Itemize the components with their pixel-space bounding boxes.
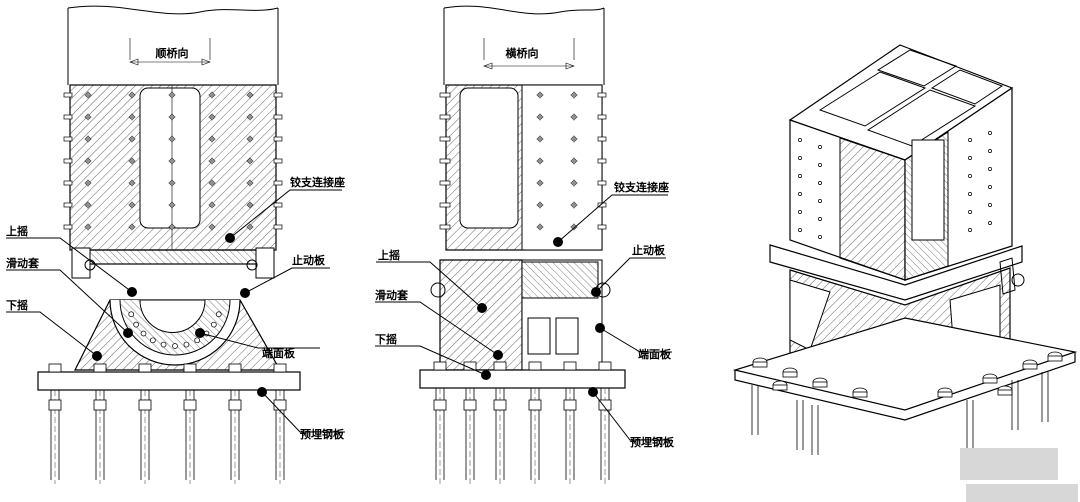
direction-label-transverse: 横桥向: [506, 46, 539, 60]
transverse-view: 横桥向 铰支连接座 上摇 止动板 滑动套 下摇 端面板: [375, 5, 675, 484]
label-hinge-seat-mid: 铰支连接座: [614, 180, 669, 194]
label-lower-rocker-left: 下摇: [6, 298, 28, 312]
isometric-view: [732, 44, 1078, 455]
label-sliding-sleeve-left: 滑动套: [6, 256, 40, 270]
longitudinal-view: 顺桥向 铰支: [6, 5, 345, 484]
label-stop-plate-left: 止动板: [292, 253, 326, 267]
label-sliding-sleeve-mid: 滑动套: [375, 288, 409, 302]
mask-box-lower: [966, 484, 1078, 502]
label-end-plate-mid: 端面板: [638, 347, 672, 361]
mask-box-upper: [960, 448, 1058, 480]
label-embedded-plate-left: 预埋钢板: [300, 427, 345, 441]
label-embedded-plate-mid: 预埋钢板: [630, 435, 675, 449]
label-upper-rocker-mid: 上摇: [378, 248, 400, 262]
label-stop-plate-mid: 止动板: [632, 243, 666, 257]
label-hinge-seat-left: 铰支连接座: [290, 175, 345, 189]
label-upper-rocker-left: 上摇: [6, 224, 28, 238]
label-end-plate-left: 端面板: [262, 346, 296, 360]
direction-label-longitudinal: 顺桥向: [156, 46, 189, 60]
label-lower-rocker-mid: 下摇: [375, 332, 397, 346]
